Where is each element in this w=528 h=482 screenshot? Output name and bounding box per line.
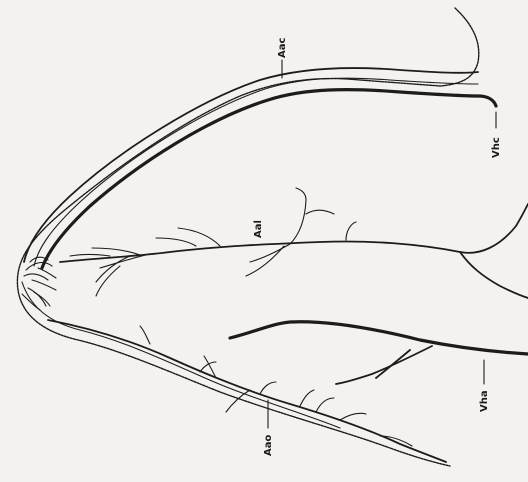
- aao-branches: [140, 326, 412, 446]
- label-vha: Vha: [479, 390, 490, 412]
- aal-lower-branch: [460, 252, 528, 298]
- vha-branches: [336, 346, 432, 384]
- label-aac: Aac: [277, 38, 288, 58]
- aac-vessel-outer: [24, 68, 478, 262]
- aao-vessel: [48, 320, 446, 462]
- tip-capillaries: [22, 257, 56, 310]
- vha-vessel: [230, 322, 528, 354]
- label-vhc: Vhc: [491, 137, 502, 158]
- outer-outline: [17, 8, 478, 466]
- inner-outline: [22, 282, 340, 428]
- label-aal: Aal: [253, 220, 264, 238]
- vhc-vessel-end: [478, 96, 496, 106]
- label-aao: Aao: [263, 435, 274, 456]
- aal-vessel: [60, 204, 528, 262]
